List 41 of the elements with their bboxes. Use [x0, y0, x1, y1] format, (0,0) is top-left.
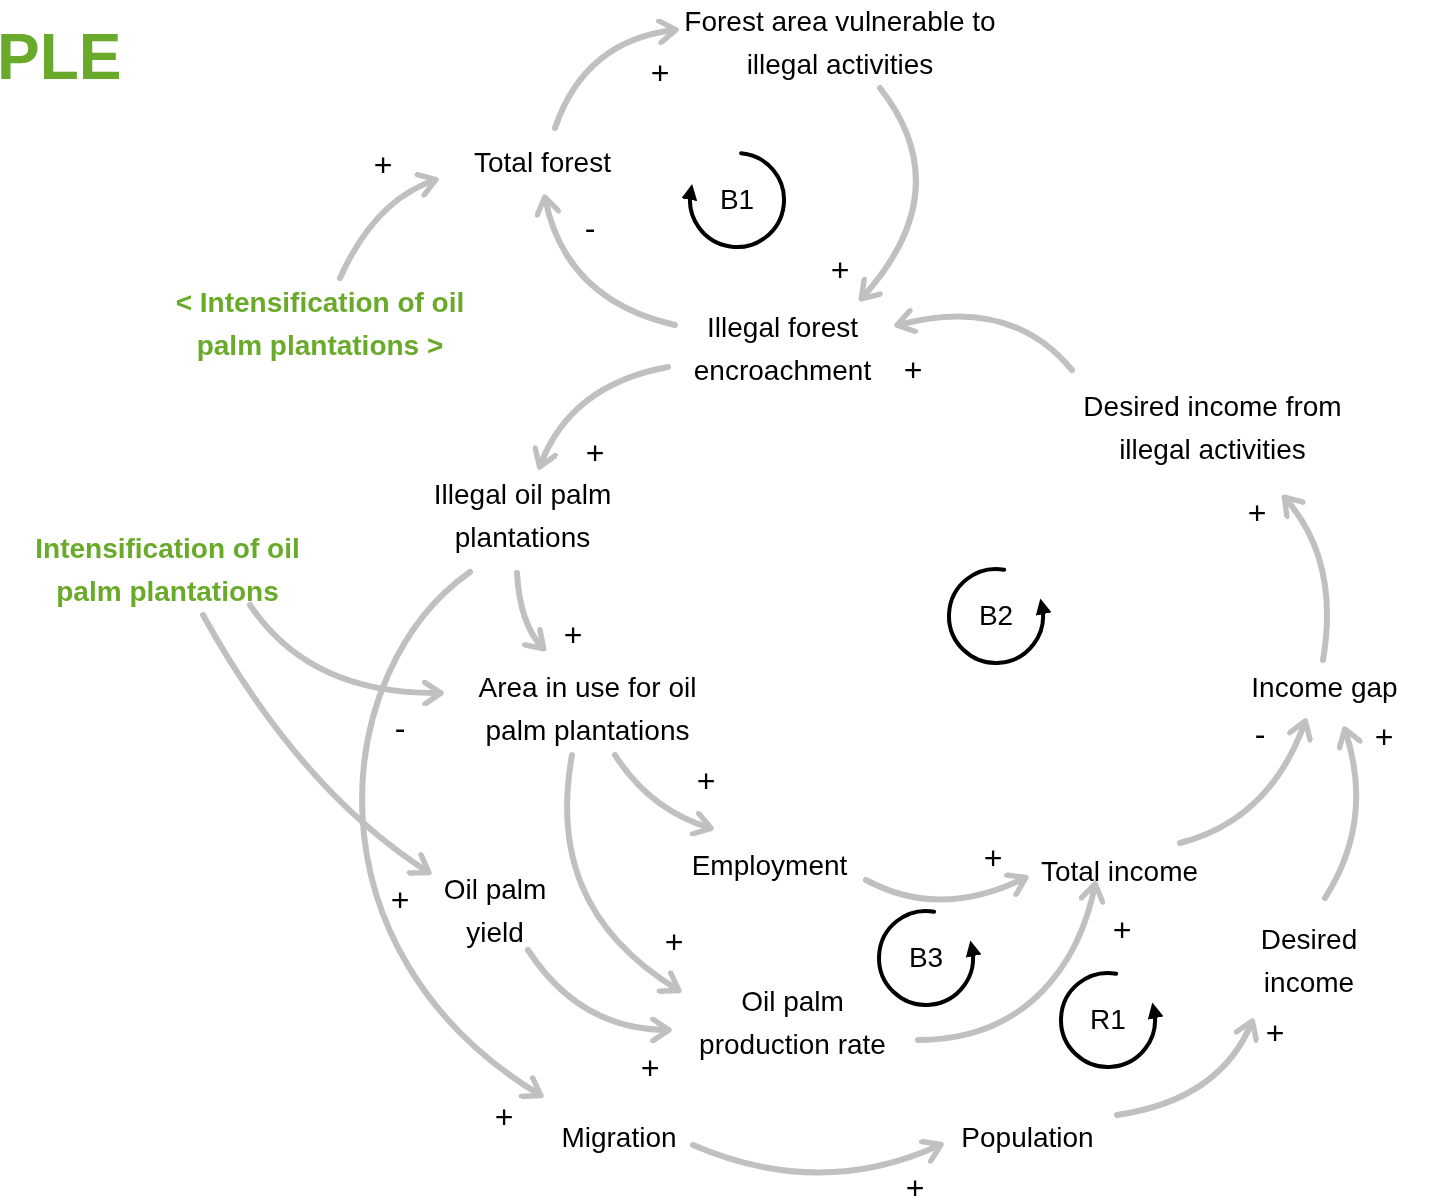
arrow: [690, 1138, 944, 1176]
arrow: [1281, 494, 1330, 663]
external-variable-text: Intensification of oil palm plantations: [5, 527, 330, 613]
loop-label: B1: [719, 185, 755, 215]
arrow: [552, 18, 679, 131]
arrow: [1322, 726, 1363, 901]
loop-label: B2: [978, 601, 1014, 631]
arrow: [858, 85, 919, 302]
arrow: [533, 364, 671, 470]
arrow: [894, 308, 1075, 373]
variable-text: Income gap: [1232, 666, 1417, 709]
variable-text: Population: [945, 1116, 1110, 1159]
variable-text: Oil palm production rate: [675, 980, 910, 1066]
arrow: [612, 752, 714, 837]
arrow: [863, 871, 1029, 903]
arrow: [915, 881, 1105, 1043]
arrow: [564, 752, 682, 994]
arrow: [1114, 1018, 1259, 1118]
variable-text: Total forest: [455, 141, 630, 184]
external-variable-text: < Intensification of oil palm plantations >: [145, 281, 495, 367]
heading-fragment: PLE: [0, 22, 122, 92]
arrow: [200, 612, 432, 876]
arrow: [535, 194, 678, 328]
arrow: [337, 172, 439, 281]
variable-text: Illegal oil palm plantations: [405, 473, 640, 559]
arrow: [359, 569, 544, 1099]
variable-text: Area in use for oil palm plantations: [450, 666, 725, 752]
variable-text: Employment: [672, 844, 867, 887]
variable-text: Desired income: [1240, 918, 1378, 1004]
loop-label: B3: [908, 943, 944, 973]
variable-text: Oil palm yield: [425, 868, 565, 954]
loop-label: R1: [1090, 1005, 1126, 1035]
variable-text: Total income: [1022, 850, 1217, 893]
arrow: [525, 947, 672, 1043]
arrow: [1177, 718, 1313, 846]
arrow: [514, 570, 547, 652]
variable-text: Forest area vulnerable to illegal activities: [680, 0, 1000, 86]
variable-text: Migration: [545, 1116, 693, 1159]
variable-text: Desired income from illegal activities: [1055, 385, 1370, 471]
variable-text: Illegal forest encroachment: [665, 306, 900, 392]
arrow: [247, 602, 444, 707]
